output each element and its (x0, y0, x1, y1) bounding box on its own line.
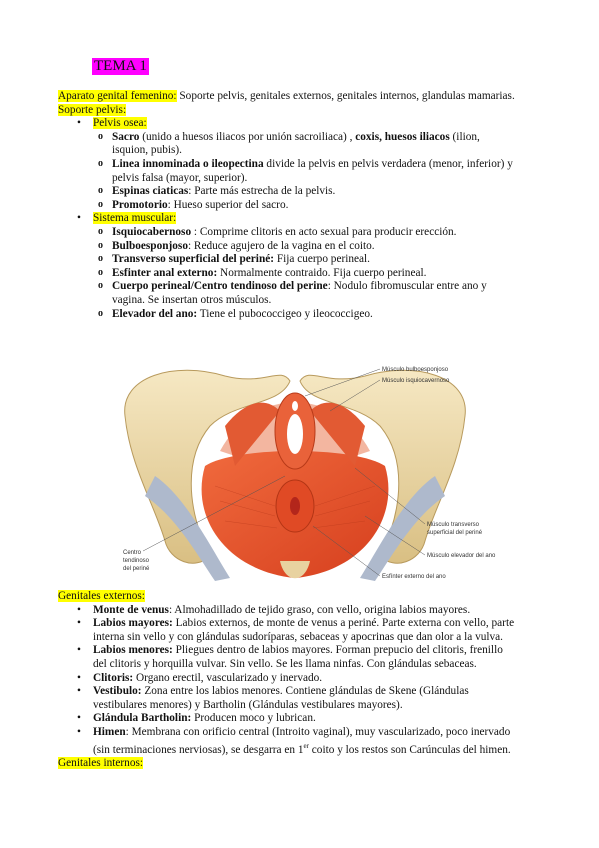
definition: Normalmente contraido. Fija cuerpo perin… (217, 266, 427, 279)
definition: (ilion, isquion, pubis). (112, 130, 480, 157)
definition: Labios externos, de monte de venus a per… (93, 617, 515, 643)
term: Glándula Bartholin: (93, 712, 192, 725)
term: Isquiocabernoso (112, 225, 192, 238)
intro-paragraph: Aparato genital femenino: Soporte pelvis… (58, 90, 518, 104)
list-item: Isquiocabernoso : Comprime clitoris en a… (58, 225, 518, 240)
definition: Producen moco y lubrican. (191, 712, 316, 725)
definition: divide la pelvis en pelvis verdadera (me… (112, 157, 513, 184)
ligament-left (145, 476, 230, 581)
list-item: Espinas ciaticas: Parte más estrecha de … (58, 184, 518, 199)
label-centro-2: tendinoso (123, 558, 150, 564)
label-centro-1: Centro (123, 550, 142, 556)
term: Espinas ciaticas (112, 185, 189, 198)
vaginal-opening (287, 414, 303, 454)
list-item: Labios menores: Pliegues dentro de labio… (58, 644, 518, 671)
list-item: Pelvis osea: Sacro (unido a huesos iliac… (58, 117, 518, 212)
pelvis-label: Pelvis osea: (93, 117, 147, 130)
ischiocavernosus (310, 402, 365, 466)
definition: : Comprime clitoris en acto sexual para … (191, 225, 457, 238)
definition: (unido a huesos iliacos por unión sacroi… (139, 130, 356, 143)
list-item: Esfinter anal externo: Normalmente contr… (58, 266, 518, 281)
definition: Organo erectil, vascularizado y inervado… (133, 671, 323, 684)
definition: coito y los restos son Carúnculas del hi… (308, 743, 511, 756)
term: Himen (93, 725, 126, 738)
definition: Pliegues dentro de labios mayores. Forma… (93, 644, 503, 670)
list-item: Elevador del ano: Tiene el pubococcigeo … (58, 307, 518, 322)
term: coxis, huesos iliacos (355, 130, 450, 143)
externos-list: Monte de venus: Almohadillado de tejido … (58, 604, 518, 757)
term: Monte de venus (93, 603, 169, 616)
muscular-sublist: Isquiocabernoso : Comprime clitoris en a… (58, 225, 518, 322)
page-title: TEMA 1 (92, 58, 149, 75)
coccyx (280, 561, 310, 579)
list-item: Linea innominada o ileopectina divide la… (58, 157, 518, 185)
label-isquiocavernoso: Músculo isquiocavernoso (382, 378, 450, 384)
list-item: Sacro (unido a huesos iliacos por unión … (58, 130, 518, 158)
list-item: Clitoris: Organo erectil, vascularizado … (58, 672, 518, 686)
label-esfinter: Esfínter externo del ano (382, 574, 446, 580)
term: Linea innominada o ileopectina (112, 157, 264, 170)
perineum-muscles-figure: Músculo bulboesponjoso Músculo isquiocav… (123, 367, 496, 581)
list-item: Cuerpo perineal/Centro tendinoso del per… (58, 279, 518, 307)
definition: Fija cuerpo perineal. (274, 253, 371, 266)
soporte-list: Pelvis osea: Sacro (unido a huesos iliac… (58, 117, 518, 321)
term: Labios menores: (93, 644, 173, 657)
definition: : Membrana con orificio central (Introit… (93, 725, 511, 756)
intro-text: Soporte pelvis, genitales externos, geni… (176, 90, 515, 102)
list-item: Himen: Membrana con orificio central (In… (58, 726, 518, 757)
definition: : Hueso superior del sacro. (167, 198, 289, 211)
urethra (292, 401, 298, 411)
term: Sacro (112, 130, 140, 143)
list-item: Labios mayores: Labios externos, de mont… (58, 617, 518, 644)
externos-section: Genitales externos: Monte de venus: Almo… (58, 590, 518, 770)
term: Labios mayores: (93, 617, 173, 630)
list-item: Monte de venus: Almohadillado de tejido … (58, 604, 518, 618)
definition: : Reduce agujero de la vagina en el coit… (187, 239, 375, 252)
label-bulboesponjoso: Músculo bulboesponjoso (382, 367, 449, 373)
superscript: er (303, 741, 309, 750)
definition: : Almohadillado de tejido graso, con vel… (168, 603, 471, 616)
term: Cuerpo perineal/Centro tendinoso del per… (112, 280, 328, 293)
label-centro-3: del periné (123, 566, 150, 572)
label-transverso-1: Músculo transverso (427, 522, 480, 528)
intro-section: Aparato genital femenino: Soporte pelvis… (58, 90, 518, 321)
intro-label: Aparato genital femenino: (58, 90, 177, 102)
definition: Zona entre los labios menores. Contiene … (93, 685, 469, 711)
definition: Tiene el pubococcigeo y ileococcigeo. (197, 307, 373, 320)
list-item: Glándula Bartholin: Producen moco y lubr… (58, 712, 518, 726)
list-item: Bulboesponjoso: Reduce agujero de la vag… (58, 239, 518, 254)
ligament-right (360, 476, 445, 581)
term: Elevador del ano: (112, 307, 198, 320)
label-elevador: Músculo elevador del ano (427, 553, 496, 559)
list-item: Promotorio: Hueso superior del sacro. (58, 198, 518, 213)
list-item: Sistema muscular: Isquiocabernoso : Comp… (58, 212, 518, 321)
externos-heading: Genitales externos: (58, 590, 145, 602)
term: Bulboesponjoso (112, 239, 188, 252)
pelvis-sublist: Sacro (unido a huesos iliacos por unión … (58, 130, 518, 213)
term: Promotorio (112, 198, 168, 211)
soporte-heading: Soporte pelvis: (58, 103, 127, 116)
list-item: Vestibulo: Zona entre los labios menores… (58, 685, 518, 712)
anus (290, 497, 300, 515)
list-item: Transverso superficial del periné: Fija … (58, 252, 518, 267)
term: Clitoris: (93, 671, 134, 684)
definition: : Nodulo fibromuscular entre ano y vagin… (112, 280, 487, 306)
muscular-label: Sistema muscular: (93, 212, 177, 225)
label-transverso-2: superficial del periné (427, 530, 483, 536)
internos-heading: Genitales internos: (58, 756, 144, 769)
pelvic-bone-right (299, 369, 466, 564)
definition: : Parte más estrecha de la pelvis. (188, 185, 336, 198)
term: Vestibulo: (93, 685, 142, 698)
ischiocavernosus (225, 402, 280, 466)
pelvic-bone-left (124, 369, 291, 564)
term: Esfinter anal externo: (112, 266, 218, 279)
term: Transverso superficial del periné: (112, 253, 275, 266)
